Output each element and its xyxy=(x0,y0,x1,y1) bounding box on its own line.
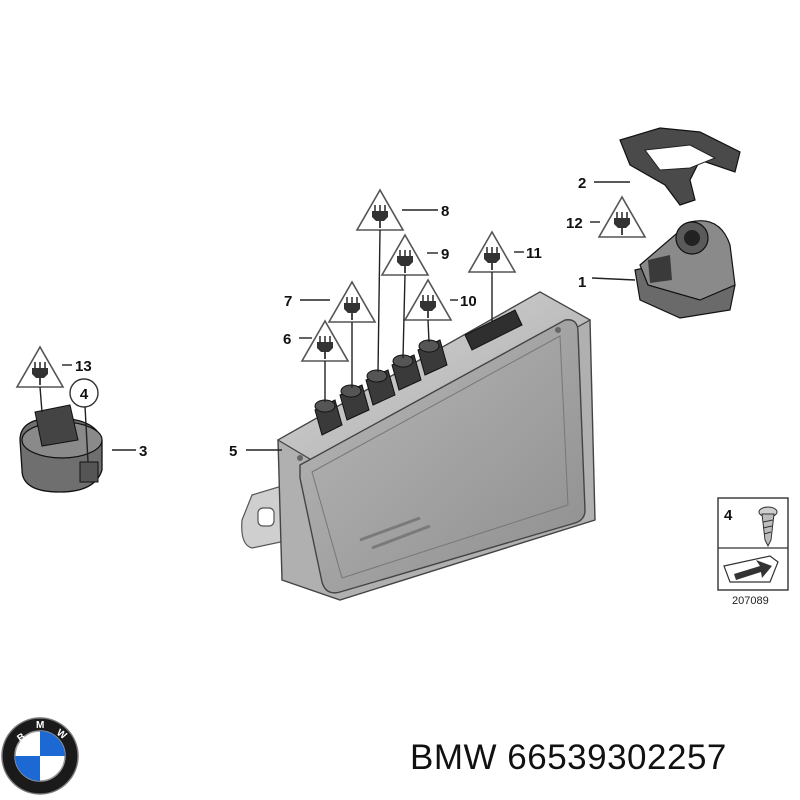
legend-box: 4 207089 xyxy=(717,497,789,607)
callout-8: 8 xyxy=(441,203,449,220)
direction-arrow-icon xyxy=(723,555,779,583)
connector-warning-6-icon xyxy=(300,319,350,362)
connector-8 xyxy=(365,369,396,406)
camera-housing xyxy=(634,220,736,319)
connector-9 xyxy=(391,354,422,391)
connector-warning-7-icon xyxy=(327,280,377,323)
connector-7 xyxy=(339,384,370,421)
legend-item-number: 4 xyxy=(724,507,733,524)
callout-13: 13 xyxy=(75,358,92,375)
connector-warning-9-icon xyxy=(380,233,430,276)
callout-4-circle-label: 4 xyxy=(80,386,89,403)
callout-4-circle: 4 xyxy=(69,378,99,408)
callout-2: 2 xyxy=(578,175,586,192)
callout-9: 9 xyxy=(441,246,449,263)
callout-6: 6 xyxy=(283,331,291,348)
sensor xyxy=(19,404,103,493)
connector-warning-8-icon xyxy=(355,188,405,231)
leader-lines xyxy=(39,181,636,463)
callout-10: 10 xyxy=(460,293,477,310)
footer-part-number: BMW 66539302257 xyxy=(410,738,727,777)
screw-icon xyxy=(758,506,778,548)
callout-3: 3 xyxy=(139,443,147,460)
control-unit xyxy=(241,291,596,601)
connector-warning-11-icon xyxy=(467,230,517,273)
legend-reference-code: 207089 xyxy=(732,595,769,607)
connector-warning-13-icon xyxy=(15,345,65,388)
svg-text:M: M xyxy=(36,720,44,731)
callout-7: 7 xyxy=(284,293,292,310)
connector-warning-12-icon xyxy=(597,195,647,238)
callout-1: 1 xyxy=(578,274,586,291)
bmw-logo: B M W xyxy=(1,717,79,795)
callout-11: 11 xyxy=(526,245,542,262)
callout-12: 12 xyxy=(566,215,583,232)
connector-10 xyxy=(417,339,448,376)
bracket xyxy=(619,127,741,206)
callout-5: 5 xyxy=(229,443,237,460)
connector-warning-10-icon xyxy=(403,278,453,321)
